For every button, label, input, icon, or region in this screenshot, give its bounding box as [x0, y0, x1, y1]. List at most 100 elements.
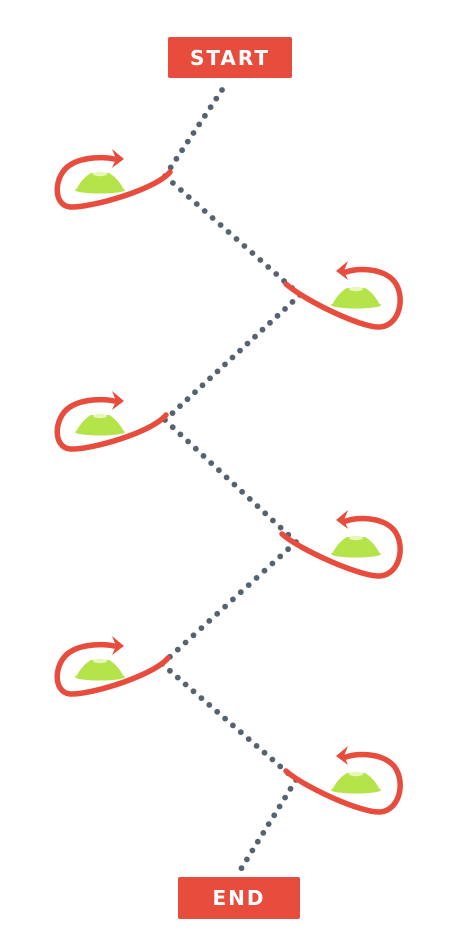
path-dot — [269, 756, 276, 763]
path-dot — [216, 467, 222, 474]
path-dot — [230, 596, 236, 603]
arrowhead-icon — [336, 746, 348, 765]
path-dot — [222, 715, 229, 722]
path-dot — [192, 389, 198, 396]
path-dot — [177, 431, 184, 438]
path-dot — [273, 271, 280, 277]
arrowhead-icon — [112, 391, 124, 410]
path-dot — [262, 510, 269, 517]
start-label: START — [168, 37, 292, 78]
path-dot — [225, 229, 232, 235]
loop-2 — [283, 261, 403, 330]
path-dot — [214, 610, 221, 617]
path-dot — [237, 347, 243, 354]
path-dot — [274, 312, 281, 319]
path-dot — [289, 299, 296, 305]
cone-3 — [75, 413, 125, 436]
path-dot — [271, 812, 278, 819]
path-dot — [169, 424, 176, 431]
cone-5 — [75, 658, 125, 681]
loop-3 — [54, 391, 169, 452]
loop-4 — [279, 510, 403, 579]
path-dot — [174, 674, 181, 681]
loop-line — [283, 266, 403, 330]
path-dot — [233, 236, 240, 242]
path-dot — [199, 382, 206, 389]
path-dot — [190, 688, 197, 695]
path-dot — [261, 567, 268, 574]
path-dot — [202, 112, 208, 119]
path-dot — [182, 681, 189, 688]
end-label: END — [178, 877, 300, 919]
path-dot — [254, 838, 261, 845]
path-dot — [285, 546, 291, 553]
path-dot — [206, 618, 213, 624]
loop-5 — [54, 636, 171, 697]
path-dot — [267, 319, 273, 326]
path-dot — [270, 517, 276, 524]
path-dot — [167, 667, 173, 674]
path-dot — [245, 736, 252, 742]
path-dot — [174, 646, 181, 653]
path-dot — [230, 722, 236, 729]
path-dot — [252, 333, 258, 340]
path-dot — [190, 130, 197, 136]
cone-2 — [331, 286, 381, 309]
path-dot — [237, 589, 244, 596]
path-dot — [179, 147, 186, 154]
path-dot — [222, 361, 228, 368]
path-dot — [222, 603, 229, 610]
loop-6 — [283, 746, 403, 815]
path-dot — [260, 830, 267, 836]
path-dot — [207, 375, 213, 382]
loop-line — [283, 751, 403, 815]
cone-1 — [75, 171, 125, 194]
loop-line — [279, 515, 403, 579]
cone-4 — [331, 535, 381, 558]
path-dot — [208, 460, 215, 466]
arrowhead-icon — [336, 510, 348, 529]
path-dot — [177, 403, 183, 409]
path-dot — [196, 121, 203, 128]
cone-6 — [331, 771, 381, 794]
path-dot — [198, 695, 205, 701]
path-dot — [219, 87, 225, 93]
path-dot — [241, 243, 248, 249]
path-dot — [182, 639, 189, 646]
path-dot — [214, 368, 221, 375]
path-dot — [237, 729, 244, 736]
path-dot — [184, 138, 191, 145]
path-dot — [229, 354, 236, 361]
path-dot — [245, 582, 252, 588]
path-dot — [231, 481, 238, 488]
path-dot — [201, 208, 208, 214]
path-dot — [257, 257, 264, 263]
path-dot — [198, 625, 205, 631]
path-dot — [246, 496, 253, 502]
path-dot — [277, 763, 284, 770]
path-dot — [217, 222, 224, 228]
loop-line — [54, 396, 169, 452]
path-dot — [214, 708, 221, 715]
path-dot — [200, 453, 207, 459]
path-dot — [207, 104, 214, 111]
path-dot — [254, 503, 261, 509]
path-dot — [185, 438, 192, 445]
path-dot — [253, 575, 260, 581]
path-dot — [244, 340, 251, 347]
dotted-path — [159, 87, 303, 872]
path-dot — [169, 410, 176, 416]
path-dot — [277, 553, 284, 560]
path-dot — [170, 180, 176, 186]
arrowhead-icon — [112, 636, 124, 655]
path-dot — [249, 250, 256, 256]
path-dot — [261, 749, 268, 756]
path-dot — [184, 396, 191, 403]
path-dot — [190, 632, 197, 639]
path-dot — [259, 326, 266, 333]
loop-1 — [54, 149, 173, 210]
path-dot — [282, 306, 288, 312]
path-dot — [185, 194, 192, 200]
